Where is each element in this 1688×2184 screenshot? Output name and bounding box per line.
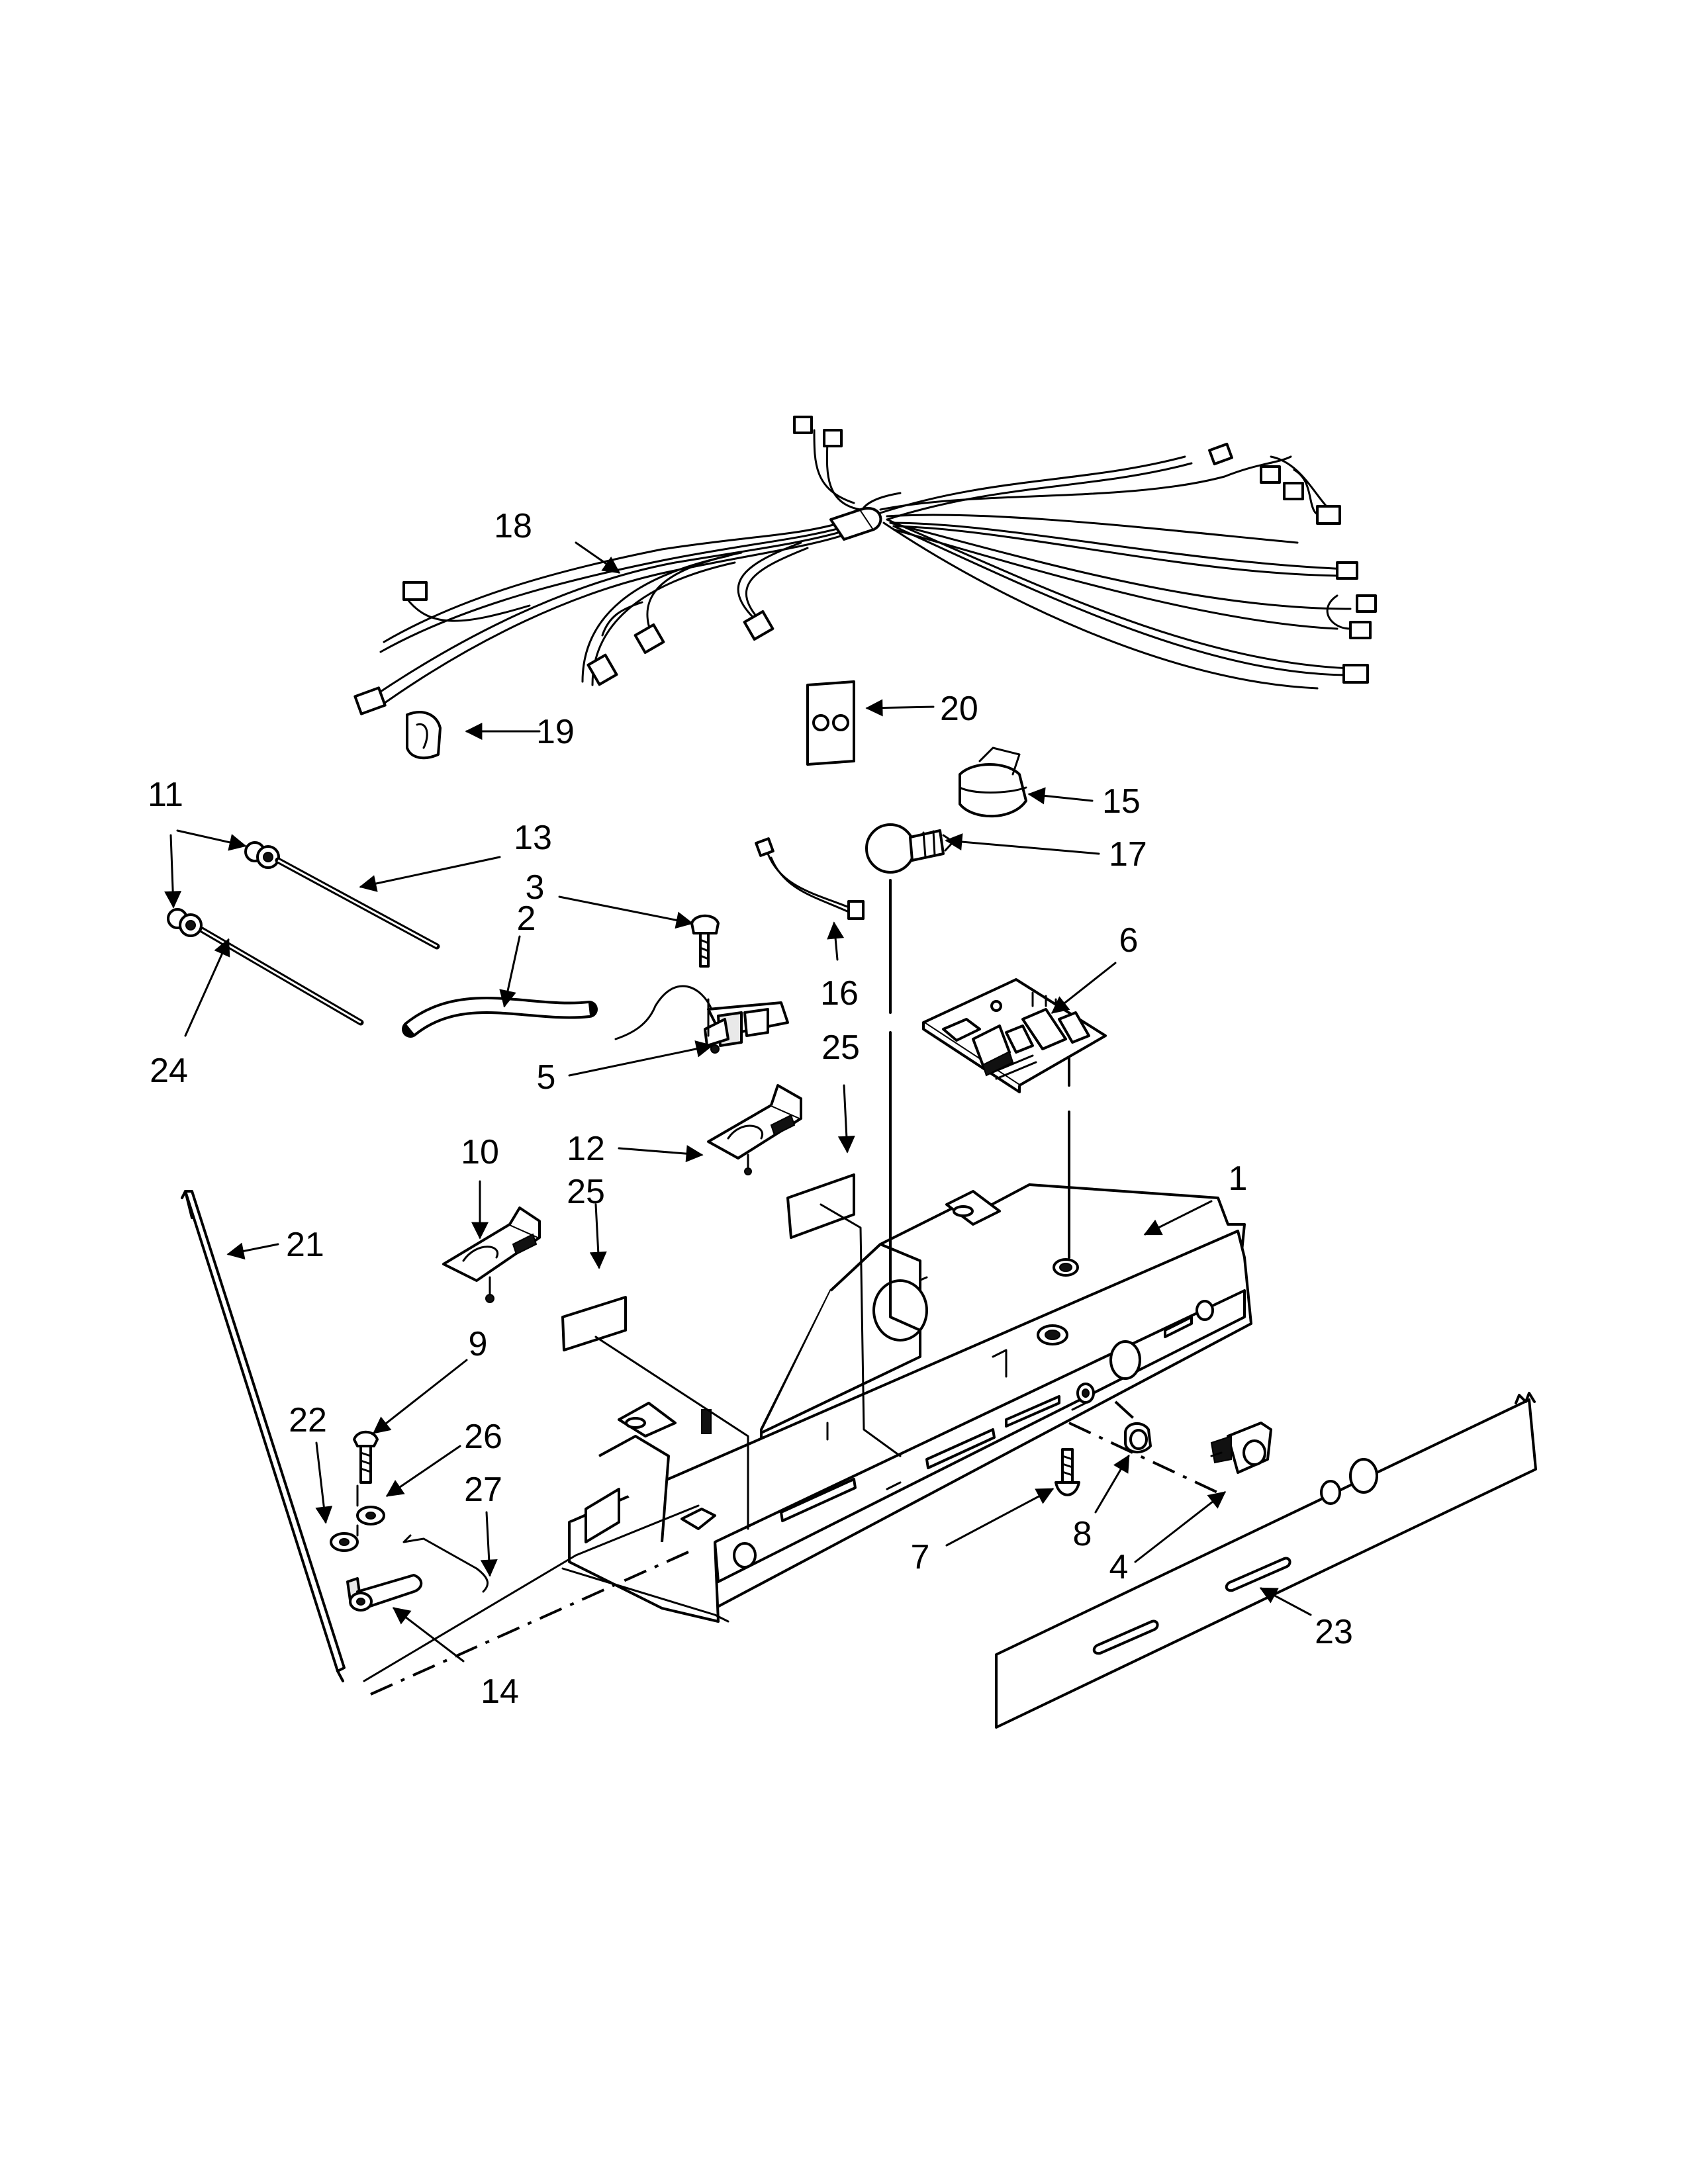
callout-labels: 18 19 20 15 17 11 13 3 6 2 16 25 24 5 10… <box>148 507 1353 1711</box>
screw-part-3 <box>690 914 720 968</box>
callout-8: 8 <box>1073 1515 1092 1553</box>
control-board-6 <box>922 978 1107 1093</box>
callout-25-lower: 25 <box>567 1173 605 1211</box>
bracket-part-12 <box>707 1084 802 1175</box>
clip-part-19 <box>406 711 442 760</box>
callout-18: 18 <box>494 507 532 545</box>
panel-part-23 <box>995 1392 1537 1729</box>
screw-part-7 <box>1055 1448 1080 1496</box>
tube-part-24 <box>167 908 364 1026</box>
callout-17: 17 <box>1109 835 1147 874</box>
callout-9: 9 <box>469 1325 488 1363</box>
strip-part-21 <box>181 1190 346 1682</box>
light-socket-15 <box>959 747 1027 818</box>
washer-part-26 <box>356 1506 385 1525</box>
callout-16: 16 <box>820 974 859 1013</box>
callout-19: 19 <box>536 713 575 751</box>
callout-leaders <box>164 541 1312 1662</box>
callout-6: 6 <box>1119 921 1139 960</box>
callout-24: 24 <box>150 1052 188 1090</box>
callout-11: 11 <box>148 776 183 814</box>
callout-10: 10 <box>461 1133 499 1171</box>
hose-part-2 <box>402 997 598 1038</box>
light-bulb-17 <box>865 823 955 874</box>
screw-part-9 <box>353 1430 379 1484</box>
callout-21: 21 <box>286 1226 324 1264</box>
control-housing-1 <box>561 1183 1252 1623</box>
callout-3: 3 <box>526 868 545 907</box>
callout-22: 22 <box>289 1401 327 1439</box>
callout-14: 14 <box>481 1672 519 1711</box>
callout-7: 7 <box>911 1538 930 1576</box>
callout-23: 23 <box>1315 1613 1353 1651</box>
plug-part-8 <box>1124 1422 1152 1453</box>
callout-20: 20 <box>940 690 978 728</box>
callout-5: 5 <box>537 1058 556 1097</box>
plate-part-20 <box>806 680 855 766</box>
bracket-part-14 <box>346 1484 423 1612</box>
wire-jumper-16 <box>755 837 865 920</box>
callout-4: 4 <box>1109 1548 1129 1586</box>
callout-15: 15 <box>1102 782 1141 821</box>
wire-clip-27 <box>402 1534 489 1593</box>
callout-2: 2 <box>517 899 536 938</box>
bracket-part-10 <box>442 1206 541 1303</box>
callout-27: 27 <box>464 1471 502 1509</box>
callout-1: 1 <box>1229 1160 1248 1198</box>
callout-26: 26 <box>464 1418 502 1456</box>
callout-25-upper: 25 <box>821 1028 860 1067</box>
callout-13: 13 <box>514 819 552 857</box>
connector-part-4 <box>1210 1422 1272 1474</box>
callout-12: 12 <box>567 1130 605 1168</box>
tube-part-13 <box>244 841 440 950</box>
switch-part-5 <box>614 985 789 1054</box>
spacer-part-22 <box>330 1532 359 1552</box>
label-part-25 <box>561 1173 855 1351</box>
wire-harness <box>353 416 1377 715</box>
